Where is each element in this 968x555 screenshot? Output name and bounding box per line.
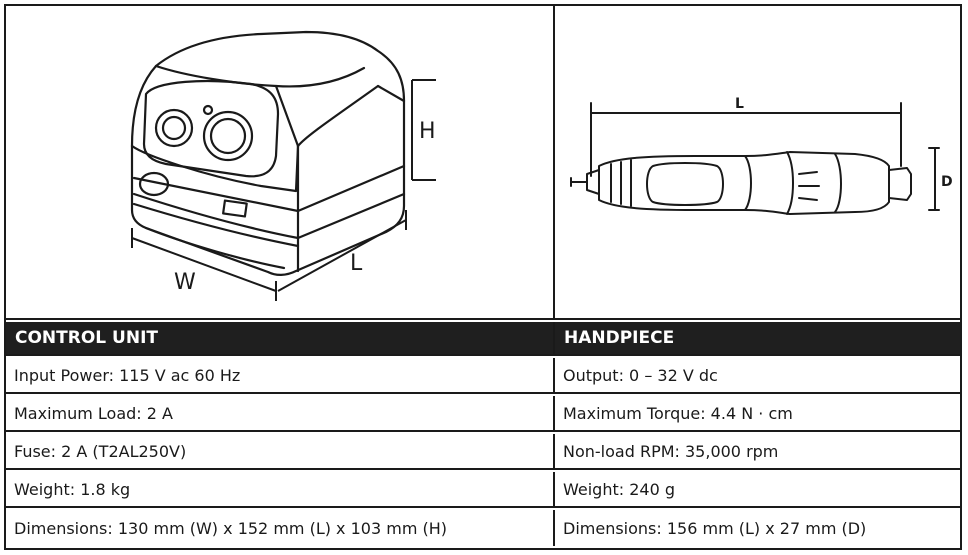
handpiece-spec-output: Output: 0 – 32 V dc xyxy=(555,358,960,394)
handpiece-spec-rpm: Non-load RPM: 35,000 rpm xyxy=(555,434,960,470)
control-unit-spec-weight: Weight: 1.8 kg xyxy=(6,472,555,508)
length-label: L xyxy=(350,251,363,276)
control-unit-spec-fuse: Fuse: 2 A (T2AL250V) xyxy=(6,434,555,470)
width-label: W xyxy=(174,270,196,295)
control-unit-heading: CONTROL UNIT xyxy=(6,322,555,356)
control-unit-spec-dimensions: Dimensions: 130 mm (W) x 152 mm (L) x 10… xyxy=(6,510,555,546)
spec-sheet: W L H xyxy=(4,4,962,550)
handpiece-spec-weight: Weight: 240 g xyxy=(555,472,960,508)
control-unit-illustration-cell: W L H xyxy=(6,6,555,320)
control-unit-illustration: W L H xyxy=(130,30,436,301)
control-unit-spec-max-load: Maximum Load: 2 A xyxy=(6,396,555,432)
handpiece-diameter-label: D xyxy=(941,174,953,190)
handpiece-spec-max-torque: Maximum Torque: 4.4 N · cm xyxy=(555,396,960,432)
handpiece-spec-dimensions: Dimensions: 156 mm (L) x 27 mm (D) xyxy=(563,518,867,538)
control-unit-spec-input-power: Input Power: 115 V ac 60 Hz xyxy=(6,358,555,394)
handpiece-heading: HANDPIECE xyxy=(555,322,960,356)
height-label: H xyxy=(419,119,436,144)
handpiece-length-label: L xyxy=(735,96,744,112)
handpiece-illustration-cell: L D xyxy=(555,6,960,320)
spec-table: W L H xyxy=(6,6,960,548)
handpiece-illustration: L D xyxy=(570,96,953,215)
